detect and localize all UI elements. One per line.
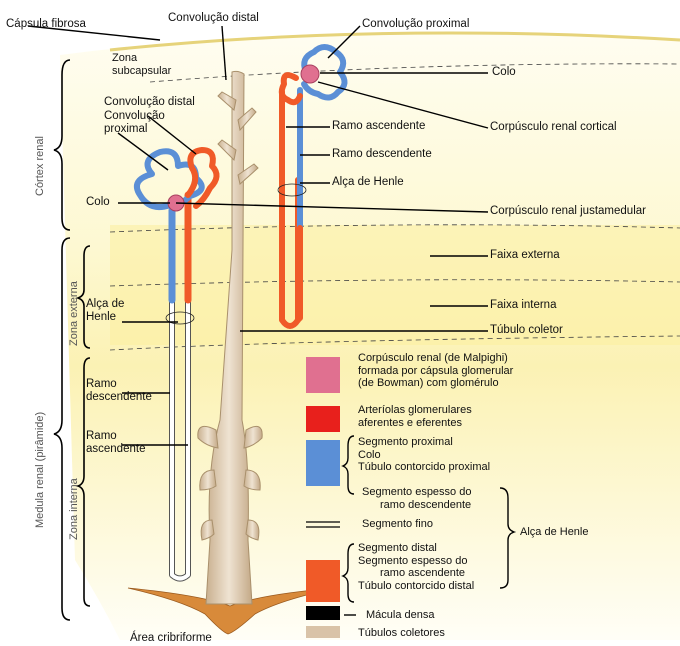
swatch-macula-densa [306, 606, 340, 620]
legend-segmento-proximal: Segmento proximal Colo Túbulo contorcido… [358, 436, 490, 474]
label-zona-externa: Zona externa [68, 281, 80, 346]
label-zona-interna: Zona interna [68, 478, 80, 540]
label-colo-left: Colo [86, 196, 110, 209]
label-cortex-renal: Córtex renal [34, 136, 46, 196]
label-alca-de-henle-left: Alça de Henle [86, 298, 124, 324]
label-ramo-ascendente-right: Ramo ascendente [332, 120, 425, 133]
legend-segmento-espesso-desc: Segmento espesso do ramo descendente [362, 486, 471, 511]
swatch-arteriolas [306, 406, 340, 432]
legend-corpusculo: Corpúsculo renal (de Malpighi) formada p… [358, 352, 513, 390]
swatch-distal [306, 560, 340, 602]
label-convolucao-distal-left: Convolução distal [104, 96, 195, 109]
label-area-cribriforme: Área cribriforme [130, 632, 212, 645]
legend-arteriolas: Arteríolas glomerulares aferentes e efer… [358, 404, 472, 429]
label-corpusculo-renal-cortical: Corpúsculo renal cortical [490, 121, 617, 134]
label-ramo-descendente-left: Ramo descendente [86, 378, 152, 404]
swatch-tubulos-coletores [306, 626, 340, 638]
label-zona-subcapsular: Zona subcapsular [112, 52, 171, 77]
label-medula-renal: Medula renal (pirâmide) [34, 412, 46, 528]
label-corpusculo-renal-justamedular: Corpúsculo renal justamedular [490, 205, 646, 218]
label-alca-de-henle-right: Alça de Henle [332, 176, 404, 189]
legend-tubulos-coletores: Túbulos coletores [358, 627, 445, 640]
label-colo-right: Colo [492, 66, 516, 79]
label-ramo-ascendente-left: Ramo ascendente [86, 430, 145, 456]
label-capsula-fibrosa: Cápsula fibrosa [6, 18, 86, 31]
label-faixa-interna: Faixa interna [490, 299, 556, 312]
label-convolucao-proximal-top: Convolução proximal [362, 18, 469, 31]
legend-segmento-distal: Segmento distal Segmento espesso do ramo… [358, 542, 474, 592]
label-faixa-externa: Faixa externa [490, 249, 560, 262]
swatch-proximal [306, 440, 340, 486]
medulla-outer-band [110, 225, 680, 345]
label-convolucao-distal-top: Convolução distal [168, 12, 259, 25]
legend-macula-densa: Mácula densa [366, 609, 435, 622]
label-convolucao-proximal-left: Convolução proximal [104, 110, 165, 136]
legend-alca-de-henle: Alça de Henle [520, 526, 589, 539]
label-ramo-descendente-right: Ramo descendente [332, 148, 432, 161]
swatch-corpusculo [306, 357, 340, 393]
legend-segmento-fino: Segmento fino [362, 518, 433, 531]
label-tubulo-coletor: Túbulo coletor [490, 324, 563, 337]
